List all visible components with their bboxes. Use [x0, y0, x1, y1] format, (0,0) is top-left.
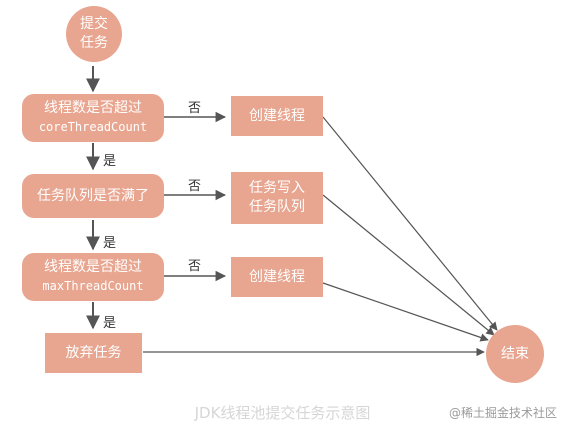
arrow-create-core-to-end [322, 116, 498, 331]
edge-label-yes-1: 是 [103, 154, 117, 169]
check-core-line-2: coreThreadCount [38, 120, 148, 134]
reject-task-node: 放弃任务 [45, 333, 142, 373]
enqueue-line-1: 任务写入 [249, 180, 305, 196]
check-core-threads-node: 线程数是否超过 coreThreadCount [22, 94, 164, 142]
create-thread-core-label: 创建线程 [249, 107, 305, 124]
check-queue-full-node: 任务队列是否满了 [22, 174, 164, 218]
check-max-line-1: 线程数是否超过 [44, 259, 142, 275]
edge-label-yes-3: 是 [103, 316, 117, 331]
check-core-line-1: 线程数是否超过 [44, 100, 142, 116]
edge-label-no-1: 否 [188, 101, 202, 116]
watermark: @稀土掘金技术社区 [448, 406, 557, 420]
check-queue-label: 任务队列是否满了 [37, 187, 149, 204]
end-node: 结束 [486, 325, 544, 383]
edge-label-no-2: 否 [188, 179, 202, 194]
edge-label-no-3: 否 [188, 259, 202, 274]
end-node-label: 结束 [501, 345, 529, 362]
start-node: 提交 任务 [66, 6, 122, 62]
start-node-line-1: 提交 [80, 16, 108, 32]
create-thread-max-label: 创建线程 [249, 268, 305, 285]
check-max-line-2: maxThreadCount [42, 279, 144, 293]
enqueue-task-node: 任务写入 任务队列 [231, 172, 323, 224]
arrow-create-max-to-end [322, 282, 489, 342]
enqueue-line-2: 任务队列 [249, 199, 305, 215]
start-node-line-2: 任务 [80, 35, 108, 51]
reject-task-label: 放弃任务 [65, 344, 122, 361]
arrow-enqueue-to-end [322, 194, 495, 336]
edge-label-yes-2: 是 [103, 236, 117, 251]
create-thread-core-node: 创建线程 [231, 96, 323, 136]
create-thread-max-node: 创建线程 [231, 257, 323, 297]
check-max-threads-node: 线程数是否超过 maxThreadCount [22, 253, 164, 301]
diagram-caption: JDK线程池提交任务示意图 [194, 404, 371, 422]
